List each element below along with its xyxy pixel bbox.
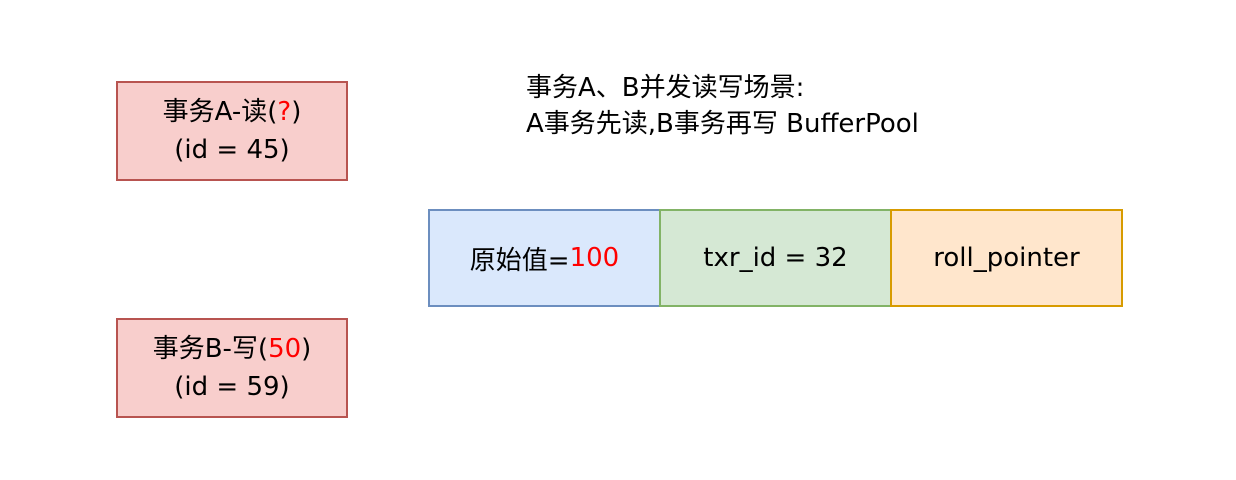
scenario-caption: 事务A、B并发读写场景: A事务先读,B事务再写 BufferPool [526, 70, 919, 142]
record-roll-pointer-cell: roll_pointer [890, 209, 1123, 307]
transaction-a-box: 事务A-读(?) (id = 45) [116, 81, 348, 181]
caption-line-1: 事务A、B并发读写场景: [526, 73, 805, 103]
transaction-b-box: 事务B-写(50) (id = 59) [116, 318, 348, 418]
transaction-a-read-value: ? [277, 97, 292, 127]
roll-pointer-label: roll_pointer [933, 243, 1080, 273]
transaction-a-id: (id = 45) [174, 135, 290, 165]
record-txr-id-cell: txr_id = 32 [659, 209, 892, 307]
original-value-number: 100 [569, 243, 620, 273]
transaction-b-title-suffix: ) [301, 334, 312, 364]
transaction-b-id: (id = 59) [174, 372, 290, 402]
transaction-a-title-suffix: ) [291, 97, 302, 127]
transaction-a-title-prefix: 事务A-读( [162, 97, 278, 127]
original-value-label: 原始值= [469, 245, 570, 276]
txr-id-label: txr_id = 32 [703, 243, 848, 273]
record-original-value-cell: 原始值=100 [428, 209, 661, 307]
transaction-a-title: 事务A-读(?) [163, 93, 302, 131]
transaction-b-write-value: 50 [268, 334, 302, 364]
transaction-b-title-prefix: 事务B-写( [152, 334, 269, 364]
caption-line-2: A事务先读,B事务再写 BufferPool [526, 109, 919, 139]
transaction-b-title: 事务B-写(50) [153, 330, 312, 368]
